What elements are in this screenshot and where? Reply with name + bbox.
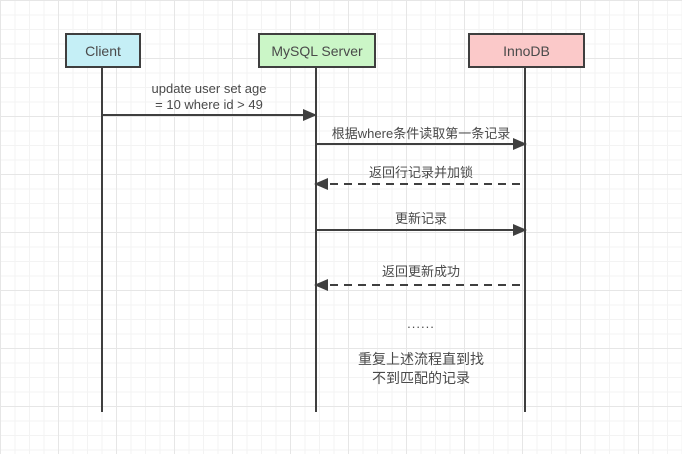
lifeline-client[interactable] (101, 68, 103, 412)
actor-box-client[interactable]: Client (65, 33, 141, 68)
actor-label-client: Client (85, 42, 121, 59)
message-arrow-update-record[interactable] (316, 224, 527, 236)
repeat-note[interactable]: 重复上述流程直到找 不到匹配的记录 (358, 350, 484, 388)
message-label-read-first-record[interactable]: 根据where条件读取第一条记录 (331, 126, 511, 141)
message-label-update-query[interactable]: update user set age = 10 where id > 49 (152, 81, 267, 113)
lifeline-innodb[interactable] (524, 68, 526, 412)
repeat-note-line2: 不到匹配的记录 (372, 370, 470, 386)
lifeline-mysql-server[interactable] (315, 68, 317, 412)
actor-label-mysql-server: MySQL Server (271, 42, 363, 59)
repeat-note-line1: 重复上述流程直到找 (358, 351, 484, 367)
message-label-line1: update user set age (151, 81, 267, 96)
arrowhead-right-icon (303, 109, 317, 121)
actor-box-innodb[interactable]: InnoDB (468, 33, 585, 68)
message-label-line2: = 10 where id > 49 (155, 97, 263, 112)
arrowhead-right-icon (513, 224, 527, 236)
message-arrow-return-update-success[interactable] (314, 279, 525, 291)
actor-label-innodb: InnoDB (503, 42, 550, 59)
message-arrow-return-row-lock[interactable] (314, 178, 525, 190)
arrowhead-left-icon (314, 178, 328, 190)
message-arrow-read-first-record[interactable] (316, 138, 527, 150)
message-arrow-update-query[interactable] (102, 109, 317, 121)
ellipsis-annotation: ...... (407, 316, 435, 331)
message-label-return-row-lock[interactable]: 返回行记录并加锁 (368, 165, 474, 180)
arrowhead-right-icon (513, 138, 527, 150)
actor-box-mysql-server[interactable]: MySQL Server (258, 33, 376, 68)
message-label-update-record[interactable]: 更新记录 (394, 211, 448, 226)
message-label-return-update-success[interactable]: 返回更新成功 (381, 264, 461, 279)
arrowhead-left-icon (314, 279, 328, 291)
